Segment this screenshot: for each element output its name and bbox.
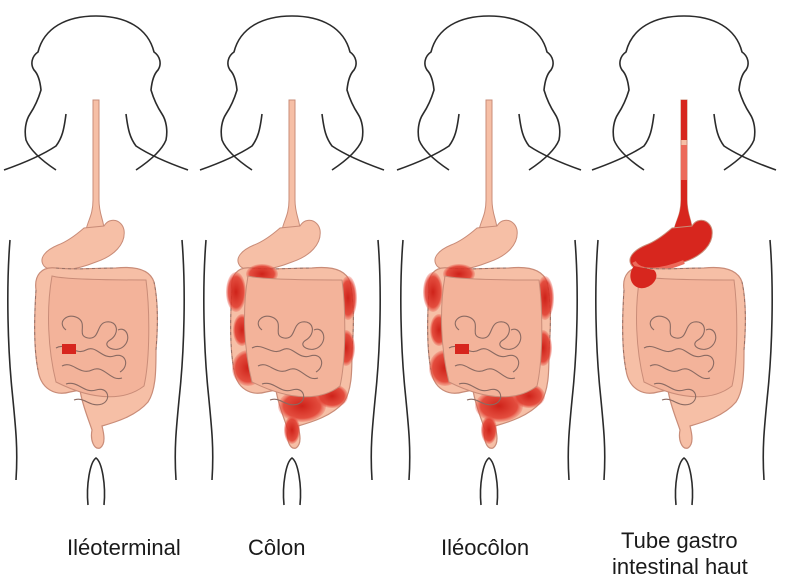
small-intestine (49, 276, 149, 405)
stomach (630, 220, 712, 270)
caption-2: Côlon (248, 535, 305, 561)
caption-4-line-1: Tube gastro (621, 528, 738, 554)
small-intestine (637, 276, 737, 405)
stomach (42, 220, 124, 270)
esophagus (86, 100, 104, 230)
stomach (238, 220, 320, 270)
caption-4-line-2: intestinal haut (612, 554, 748, 580)
caption-3: Iléocôlon (441, 535, 529, 561)
small-intestine (442, 276, 542, 405)
terminal-ileum (62, 344, 76, 354)
esophagus (282, 100, 300, 230)
caption-1: Iléoterminal (67, 535, 181, 561)
esophagus (479, 100, 497, 230)
esophagus (674, 100, 692, 230)
figure-2 (200, 16, 384, 505)
small-intestine (245, 276, 345, 405)
figure-3 (397, 16, 581, 505)
stomach (435, 220, 517, 270)
terminal-ileum (455, 344, 469, 354)
figure-1 (4, 16, 188, 505)
figure-4 (592, 16, 776, 505)
